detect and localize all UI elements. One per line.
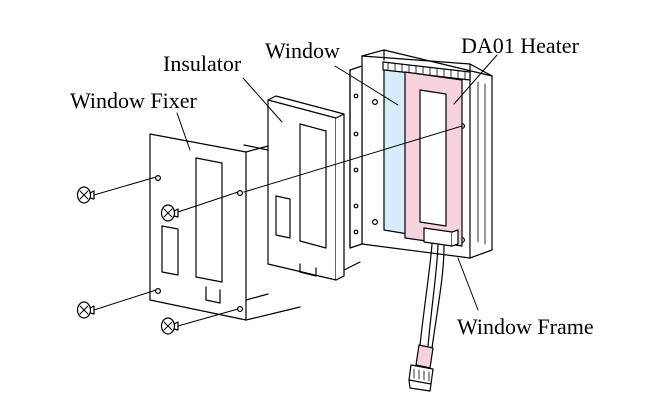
label-insulator: Insulator	[163, 51, 242, 76]
screws	[76, 125, 463, 335]
heater-cable	[408, 243, 445, 392]
leader-window-frame	[457, 257, 479, 311]
label-da01-heater: DA01 Heater	[461, 33, 579, 58]
leader-window-fixer	[176, 112, 191, 151]
screw-upper-center	[160, 204, 179, 222]
leader-lines	[176, 54, 498, 311]
screw-bottom-left	[76, 301, 95, 319]
label-window: Window	[265, 38, 340, 63]
window-fixer-plate	[149, 133, 301, 321]
label-window-frame: Window Frame	[457, 314, 594, 339]
label-window-fixer: Window Fixer	[70, 88, 197, 113]
leader-window	[334, 65, 399, 106]
screw-lower-center	[160, 317, 179, 335]
da01-heater-film	[404, 71, 463, 247]
screw-top-left	[76, 186, 95, 204]
leader-heater	[453, 54, 498, 105]
insulator-gasket	[243, 95, 361, 281]
leader-insulator	[242, 77, 283, 123]
